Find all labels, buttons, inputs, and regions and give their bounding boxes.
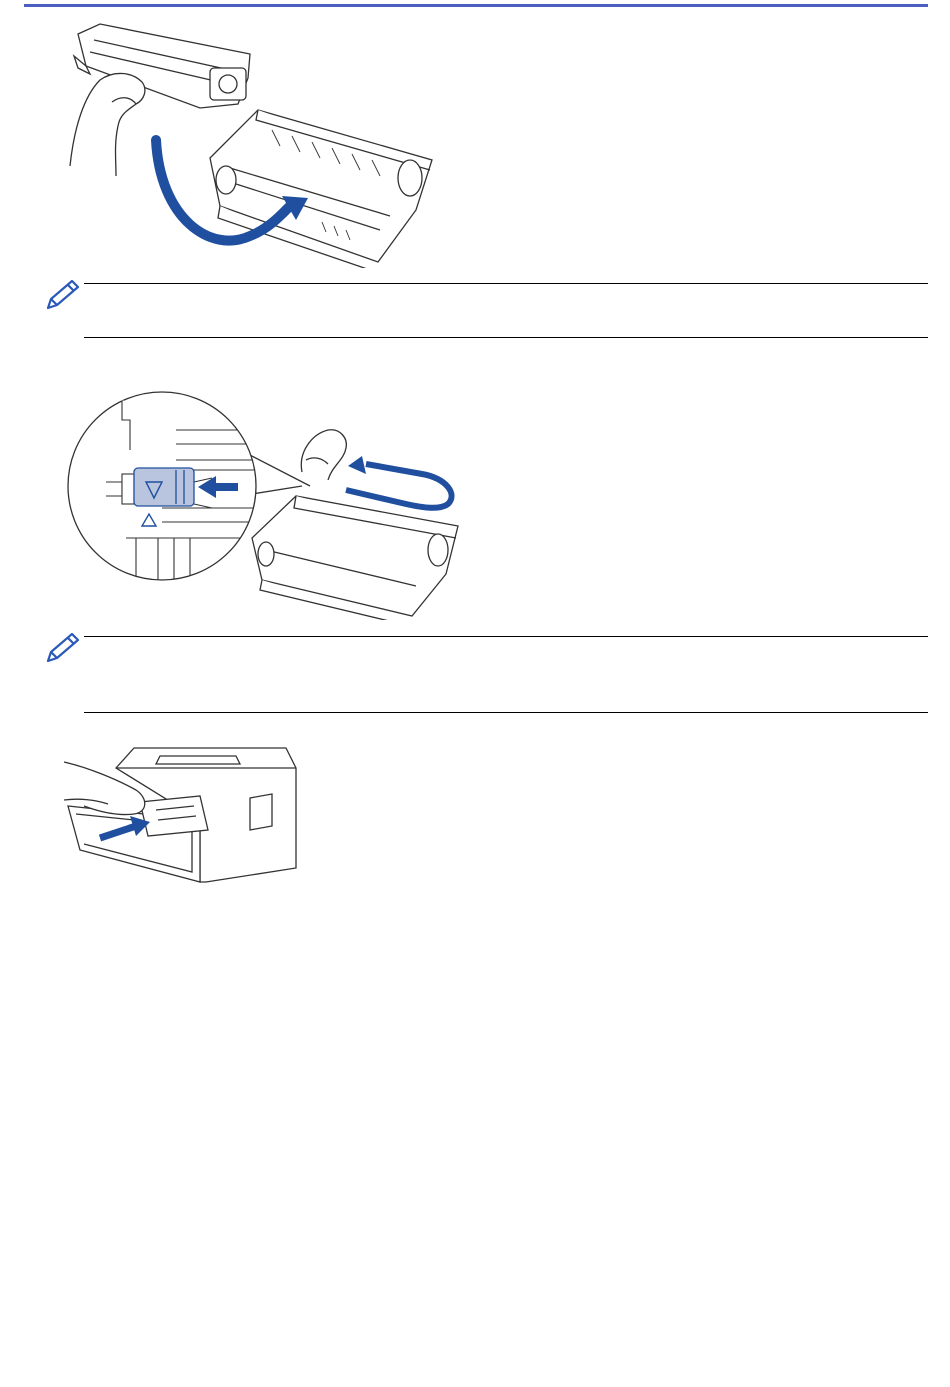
drum-lever-reset-illustration [66, 390, 466, 620]
note-bottom-rule [84, 712, 928, 713]
top-rule [24, 4, 928, 7]
note-top-rule [84, 283, 928, 284]
note-bottom-rule [84, 337, 928, 338]
toner-cartridge-into-drum-illustration [60, 18, 440, 268]
note-top-rule [84, 636, 928, 637]
pencil-note-icon [44, 631, 82, 665]
insert-drum-into-printer-illustration [60, 740, 310, 890]
pencil-note-icon [44, 278, 82, 312]
